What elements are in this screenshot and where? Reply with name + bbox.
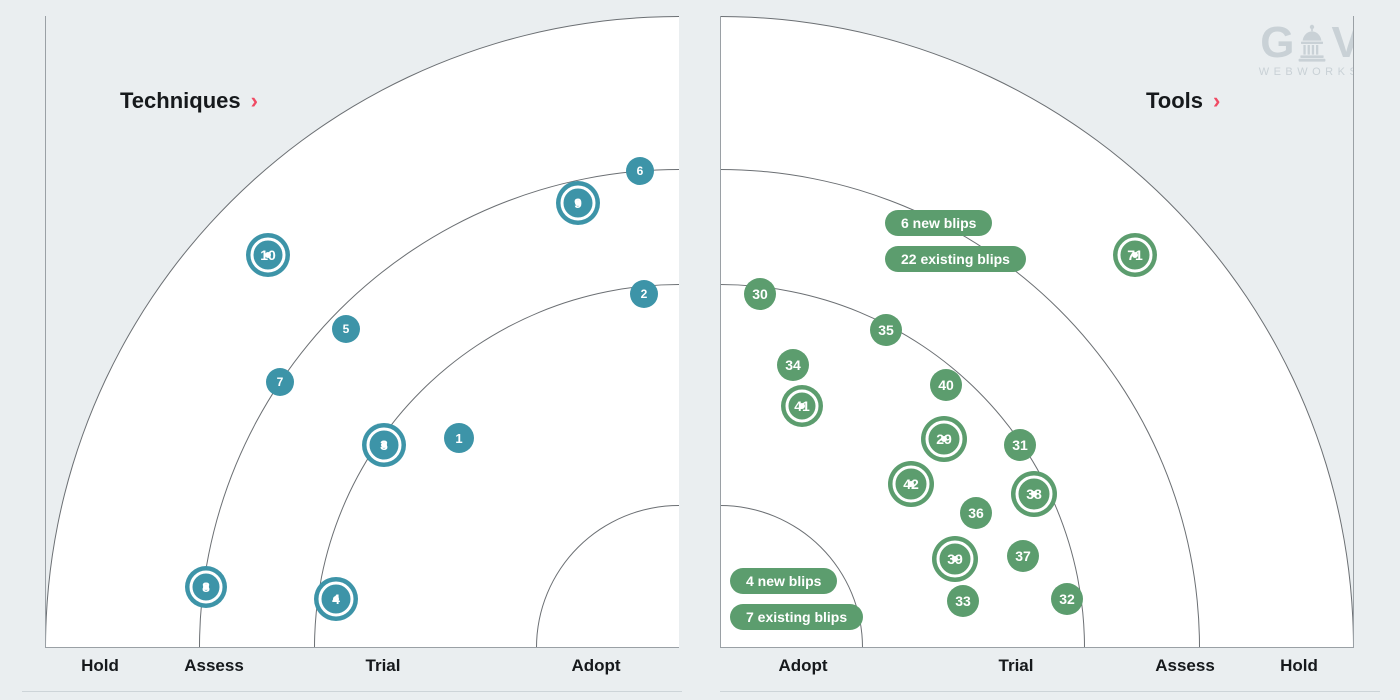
blip-label: 42 [903,476,919,492]
blip-label: 30 [752,286,768,302]
mask-left-outer [0,0,45,700]
logo-subtitle: WEBWORKS [1258,66,1362,78]
blip-29[interactable]: 29 [921,416,967,462]
blip-2[interactable]: 2 [630,280,658,308]
blip-label: 6 [636,164,644,178]
blip-new-ring [1015,475,1053,513]
axis-labels-tools: Adopt Trial Assess Hold [720,656,1354,686]
blip-new-ring [785,389,819,423]
blip-6[interactable]: 6 [626,157,654,185]
quadrant-title-tools[interactable]: Tools › [1146,88,1220,114]
blip-9[interactable]: 9 [556,181,600,225]
blip-41[interactable]: 41 [781,385,823,427]
blip-35[interactable]: 35 [870,314,902,346]
blip-7[interactable]: 7 [266,368,294,396]
chevron-right-icon: › [1213,88,1221,113]
blip-label: 2 [640,287,648,301]
blip-label: 5 [342,322,350,336]
blip-label: 41 [794,398,810,414]
axis-label-hold: Hold [81,656,119,675]
blip-label: 33 [955,593,971,609]
blip-39[interactable]: 39 [932,536,978,582]
blip-8[interactable]: 8 [185,566,227,608]
blip-new-ring [189,570,223,604]
blip-new-ring [366,427,402,463]
blip-32[interactable]: 32 [1051,583,1083,615]
blip-label: 38 [1026,486,1042,502]
blip-36[interactable]: 36 [960,497,992,529]
blip-label: 8 [202,579,210,595]
blip-38[interactable]: 38 [1011,471,1057,517]
blip-5[interactable]: 5 [332,315,360,343]
axis-label-trial: Trial [998,656,1034,675]
blip-new-ring [925,420,963,458]
blip-30[interactable]: 30 [744,278,776,310]
mask-right-top [720,0,1400,16]
blip-37[interactable]: 37 [1007,540,1039,572]
axis-label-adopt: Adopt [571,656,621,675]
axis-rule-right [720,691,1380,692]
blip-label: 4 [332,591,340,607]
count-pill-tools-adopt-existing: 22 existing blips [885,246,1026,272]
blip-label: 10 [260,247,276,263]
blip-4[interactable]: 4 [314,577,358,621]
quadrant-tools[interactable] [720,16,1354,648]
count-pill-tools-adopt-new: 6 new blips [885,210,993,236]
blip-42[interactable]: 42 [888,461,934,507]
blip-new-ring [318,581,354,617]
blip-3[interactable]: 3 [362,423,406,467]
mask-left-top [0,0,720,16]
blip-new-ring [560,185,596,221]
blip-label: 36 [968,505,984,521]
capitol-building-icon [1299,24,1326,62]
axis-label-assess: Assess [1155,656,1215,675]
blip-label: 39 [947,551,963,567]
blip-71[interactable]: 71 [1113,233,1157,277]
blip-label: 34 [785,357,801,373]
axis-label-hold: Hold [1280,656,1318,675]
blip-34[interactable]: 34 [777,349,809,381]
axis-label-adopt: Adopt [778,656,828,675]
blip-label: 7 [276,375,284,389]
blip-label: 1 [455,430,463,446]
blip-label: 71 [1127,247,1143,263]
count-pill-tools-trial-new: 4 new blips [730,568,838,594]
mask-right-outer [1354,0,1400,700]
blip-label: 3 [380,437,388,453]
blip-new-ring [1117,237,1153,273]
quadrant-title-text: Tools [1146,88,1204,113]
gov-webworks-logo: G V WEBWORKS [1234,18,1386,79]
blip-1[interactable]: 1 [444,423,474,453]
axis-label-trial: Trial [365,656,401,675]
blip-31[interactable]: 31 [1004,429,1036,461]
blip-new-ring [936,540,974,578]
blip-label: 35 [878,322,894,338]
blip-40[interactable]: 40 [930,369,962,401]
blip-new-ring [250,237,286,273]
blip-label: 9 [574,195,582,211]
axis-rule-left [22,691,682,692]
count-pill-tools-trial-existing: 7 existing blips [730,604,864,630]
quadrant-title-techniques[interactable]: Techniques › [120,88,258,114]
blip-label: 29 [936,431,952,447]
blip-33[interactable]: 33 [947,585,979,617]
axis-labels-techniques: Hold Assess Trial Adopt [45,656,679,686]
blip-label: 31 [1012,437,1028,453]
mask-left-right [679,0,720,700]
quadrant-title-text: Techniques [120,88,241,113]
axis-label-assess: Assess [184,656,244,675]
blip-label: 37 [1015,548,1031,564]
logo-letter-g: G [1260,18,1294,67]
blip-label: 40 [938,377,954,393]
blip-new-ring [892,465,930,503]
blip-10[interactable]: 10 [246,233,290,277]
blip-label: 32 [1059,591,1075,607]
logo-wordmark: G V [1234,18,1386,67]
chevron-right-icon: › [250,88,258,113]
